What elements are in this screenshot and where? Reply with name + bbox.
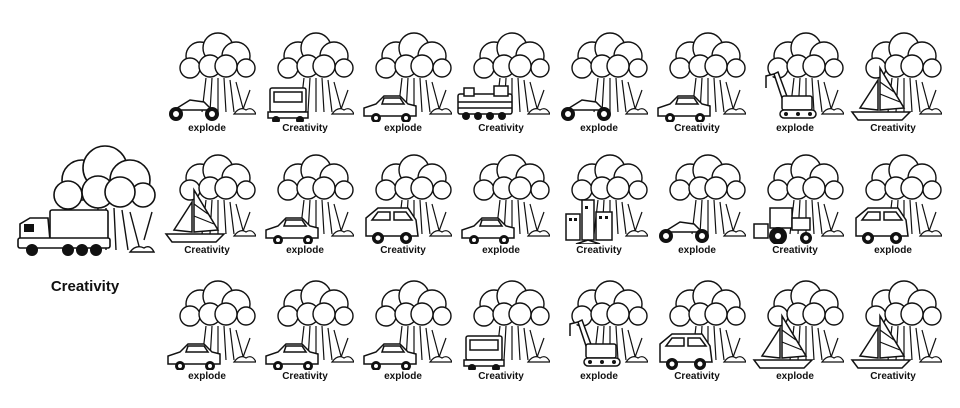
icon-card: explode [844,154,942,256]
icon-card: Creativity [452,280,550,382]
icon-card: Creativity [648,280,746,382]
icon-card: explode [354,280,452,382]
jeep-explosion-icon [659,280,746,370]
featured-icon-card: Creativity [10,140,160,310]
icon-card: Creativity [550,154,648,256]
icon-card: Creativity [158,154,256,256]
icon-card: explode [158,32,256,134]
icon-label: Creativity [478,371,524,382]
icon-label: explode [188,371,226,382]
icon-card: explode [158,280,256,382]
icon-label: explode [678,245,716,256]
sports-car-explosion-icon [657,32,746,122]
semi-truck-explosion-icon [267,32,354,122]
icon-label: Creativity [576,245,622,256]
icon-row: explode Creativity explode Creativity explod… [158,32,958,134]
icon-card: explode [452,154,550,256]
sailboat-explosion-icon [850,32,942,121]
icon-card: Creativity [844,32,942,134]
icon-label: Creativity [674,371,720,382]
icon-card: Creativity [256,280,354,382]
icon-card: Creativity [648,32,746,134]
icon-label: Creativity [674,123,720,134]
sailboat-explosion-icon [850,280,942,369]
icon-card: explode [648,154,746,256]
police-car-explosion-icon [363,32,452,122]
motorcycle-explosion-icon [169,32,256,121]
icon-card: explode [746,32,844,134]
featured-label: Creativity [50,278,120,295]
icon-label: Creativity [184,245,230,256]
tractor-explosion-icon [753,154,844,244]
train-explosion-icon [457,32,550,120]
icon-label: explode [776,123,814,134]
scooter-explosion-icon [659,154,746,243]
icon-row: Creativity explode Creativity explode Creati… [158,154,958,256]
sedan-explosion-icon [167,280,256,370]
speedboat-explosion-icon [752,280,844,369]
convertible-explosion-icon [265,154,354,244]
icon-card: explode [256,154,354,256]
icon-card: explode [550,32,648,134]
icon-label: explode [188,123,226,134]
icon-label: explode [776,371,814,382]
icon-label: Creativity [772,245,818,256]
icon-label: Creativity [870,371,916,382]
icon-label: explode [384,371,422,382]
golf-cart-explosion-icon [855,154,942,244]
icon-label: explode [286,245,324,256]
beetle-car-explosion-icon [461,154,550,244]
icon-card: Creativity [746,154,844,256]
crane-explosion-icon [765,32,844,119]
icon-card: Creativity [452,32,550,134]
dump-truck-explosion-icon [463,280,550,370]
icon-label: explode [580,371,618,382]
icon-card: explode [550,280,648,382]
icon-row: explode Creativity explode Creativity explod… [158,280,958,382]
icon-card: explode [746,280,844,382]
icon-label: explode [482,245,520,256]
motorcycle-explosion-icon [561,32,648,121]
icon-label: explode [384,123,422,134]
icon-card: explode [354,32,452,134]
icon-card: Creativity [256,32,354,134]
icon-card: Creativity [354,154,452,256]
van-explosion-icon [365,154,452,244]
icon-label: explode [580,123,618,134]
excavator-explosion-icon [569,280,648,367]
city-explosion-icon [565,154,648,244]
truck-explosion-icon [17,145,156,256]
pickup-explosion-icon [363,280,452,370]
icon-label: Creativity [282,123,328,134]
icon-label: Creativity [870,123,916,134]
jet-ski-explosion-icon [164,154,256,243]
icon-label: Creativity [282,371,328,382]
icon-label: Creativity [478,123,524,134]
car-front-explosion-icon [265,280,354,370]
icon-label: Creativity [380,245,426,256]
icon-card: Creativity [844,280,942,382]
icon-label: explode [874,245,912,256]
